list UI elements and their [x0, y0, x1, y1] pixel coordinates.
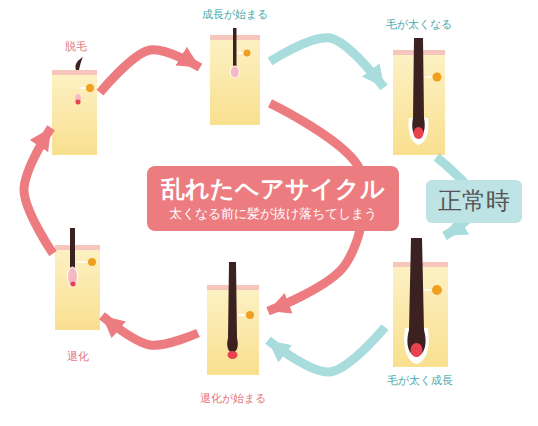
stage-panel: 退化が始まる [198, 260, 268, 406]
cycle-arrow [102, 316, 198, 346]
cycle-arrow [268, 327, 385, 372]
stage-panel: 成長が始まる [200, 8, 270, 127]
stage-panel: 退化 [53, 226, 102, 364]
cycle-arrow [270, 38, 384, 88]
cycle-box: 乱れたヘアサイクル太くなる前に髪が抜け落ちてしまう [147, 166, 399, 231]
stage-label: 毛が太く成長 [385, 374, 455, 388]
stage-label: 退化が始まる [198, 392, 268, 406]
stage-label: 毛が太くなる [384, 18, 454, 32]
stage-panel: 毛が太く成長 [385, 236, 455, 388]
skin-panel [207, 262, 259, 375]
box-title: 正常時 [438, 186, 510, 217]
normal-box: 正常時 [426, 180, 522, 223]
stage-panel: 毛が太くなる [384, 18, 454, 157]
stage-panel: 脱毛 [51, 40, 100, 157]
skin-panel [210, 28, 260, 125]
box-subtitle: 太くなる前に髪が抜け落ちてしまう [161, 205, 385, 222]
stage-label: 成長が始まる [200, 8, 270, 22]
cycle-arrow [24, 128, 53, 254]
box-title: 乱れたヘアサイクル [161, 174, 385, 205]
stage-label: 退化 [53, 350, 102, 364]
skin-panel [55, 228, 100, 330]
skin-panel [393, 38, 445, 155]
skin-panel [393, 238, 448, 367]
skin-panel [52, 57, 97, 155]
cycle-arrow [100, 50, 200, 93]
stage-label: 脱毛 [51, 40, 100, 54]
